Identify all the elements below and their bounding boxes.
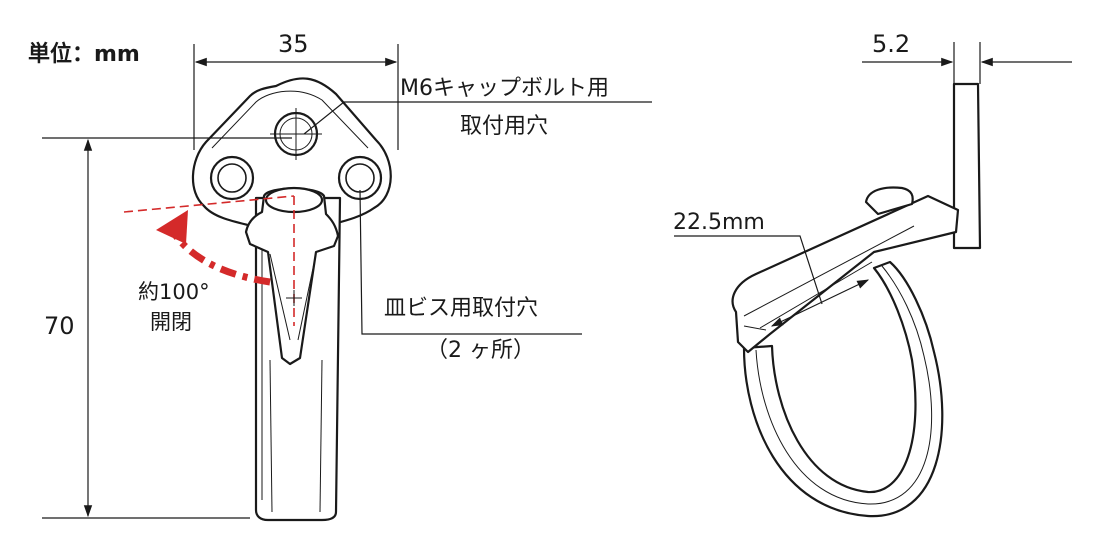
- width-dimension-label: 35: [278, 30, 309, 58]
- front-dimensions: [42, 44, 652, 519]
- height-dimension-label: 70: [44, 312, 75, 340]
- latch-centerline: [286, 290, 302, 306]
- flat-screw-callout-line2: （2 ヶ所）: [426, 338, 535, 363]
- cap-bolt-callout-line2: 取付用穴: [460, 114, 549, 139]
- swing-arrow-icon: [173, 233, 271, 286]
- cap-bolt-callout-line1: M6キャップボルト用: [400, 76, 609, 101]
- side-dimensions: [674, 42, 1072, 327]
- span-dimension-label: 22.5mm: [673, 210, 765, 235]
- flat-screw-callout-line1: 皿ビス用取付穴: [384, 296, 539, 321]
- thickness-dimension-label: 5.2: [872, 30, 911, 58]
- side-hook-body: [742, 260, 944, 518]
- hook-side-view: [731, 82, 982, 518]
- swing-angle-label: 約100°: [138, 280, 210, 304]
- hook-front-view: [191, 77, 392, 522]
- swing-indicator: [123, 195, 295, 326]
- swing-action-label: 開閉: [150, 310, 192, 334]
- unit-label: 単位：mm: [28, 42, 140, 67]
- side-flange: [952, 82, 982, 250]
- side-bolt-head: [864, 186, 914, 216]
